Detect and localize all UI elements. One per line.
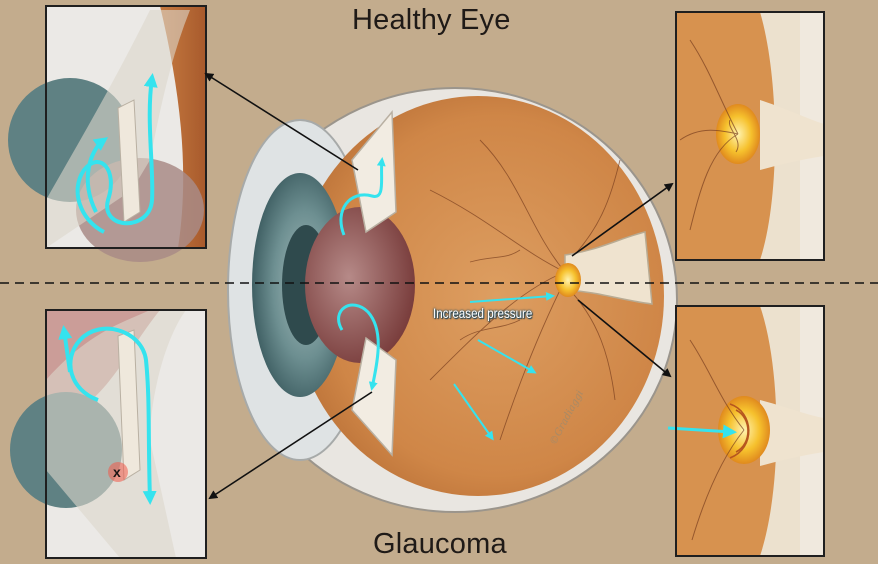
eye-cross-section (227, 87, 678, 513)
inset-damaged-optic-nerve (667, 305, 825, 557)
inset-healthy-drainage (8, 5, 207, 262)
healthy-eye-title: Healthy Eye (352, 4, 511, 36)
inset-healthy-optic-nerve (675, 11, 825, 261)
glaucoma-title: Glaucoma (373, 528, 507, 560)
pointer-arrows (204, 72, 674, 500)
inset-blocked-drainage (10, 309, 207, 559)
blockage-mark: x (113, 464, 121, 480)
increased-pressure-label: Increased pressure (433, 306, 533, 321)
